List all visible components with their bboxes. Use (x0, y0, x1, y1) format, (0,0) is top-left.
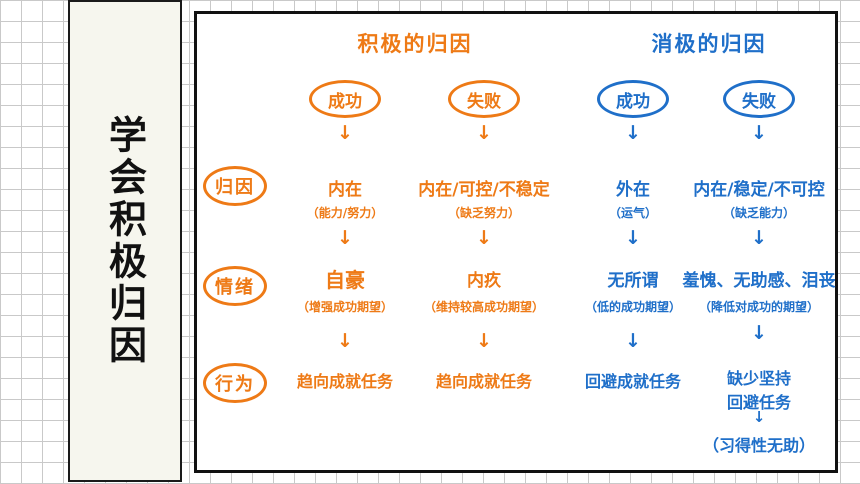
arrow-down-icon: ↓ (476, 227, 492, 249)
side-title-panel: 学会积极归因 (68, 0, 182, 482)
behavior-success-negative: 回避成就任务 (584, 372, 682, 391)
outcome-success-negative: 成功 (597, 80, 669, 118)
emotion-note-failure-positive: （维持较高成功期望） (423, 300, 545, 314)
arrow-down-icon: ↓ (752, 408, 766, 426)
arrow-down-icon: ↓ (476, 330, 492, 352)
emotion-success-positive: 自豪 (325, 268, 365, 292)
row-label-attribution: 归因 (203, 166, 267, 206)
arrow-down-icon: ↓ (337, 227, 353, 249)
arrow-down-icon: ↓ (751, 227, 767, 249)
arrow-down-icon: ↓ (625, 122, 641, 144)
side-title: 学会积极归因 (102, 115, 148, 367)
attribution-failure-negative: 内在/稳定/不可控 (693, 180, 825, 200)
heading-positive-attribution: 积极的归因 (357, 32, 473, 56)
heading-negative-attribution: 消极的归因 (651, 32, 767, 56)
attribution-note-success-negative: （运气） (608, 206, 658, 220)
attribution-success-positive: 内在 (328, 180, 362, 200)
emotion-success-negative: 无所谓 (607, 271, 659, 291)
arrow-down-icon: ↓ (337, 122, 353, 144)
attribution-failure-positive: 内在/可控/不稳定 (418, 180, 550, 200)
arrow-down-icon: ↓ (337, 330, 353, 352)
row-label-behavior: 行为 (203, 363, 267, 403)
attribution-diagram: 积极的归因 消极的归因 成功 失败 成功 失败 ↓ ↓ ↓ ↓ 归因 内在 内在… (194, 11, 838, 473)
arrow-down-icon: ↓ (751, 122, 767, 144)
behavior-failure-negative: 缺少坚持 (726, 369, 792, 388)
outcome-failure-positive: 失败 (448, 80, 520, 118)
emotion-note-success-negative: （低的成功期望） (584, 300, 682, 314)
emotion-failure-positive: 内疚 (467, 271, 501, 291)
arrow-down-icon: ↓ (751, 322, 767, 344)
row-label-emotion: 情绪 (203, 266, 267, 306)
attribution-note-success-positive: （能力/努力） (306, 206, 384, 220)
emotion-note-success-positive: （增强成功期望） (296, 300, 394, 314)
behavior-failure-negative-line2: 回避任务 (726, 393, 792, 412)
arrow-down-icon: ↓ (476, 122, 492, 144)
attribution-note-failure-negative: （缺乏能力） (722, 206, 796, 220)
outcome-failure-negative: 失败 (723, 80, 795, 118)
attribution-success-negative: 外在 (616, 180, 650, 200)
behavior-success-positive: 趋向成就任务 (296, 372, 394, 391)
emotion-note-failure-negative: （降低对成功的期望） (698, 300, 820, 314)
arrow-down-icon: ↓ (625, 227, 641, 249)
outcome-success-positive: 成功 (309, 80, 381, 118)
attribution-note-failure-positive: （缺乏努力） (447, 206, 521, 220)
behavior-failure-positive: 趋向成就任务 (435, 372, 533, 391)
arrow-down-icon: ↓ (625, 330, 641, 352)
emotion-failure-negative: 羞愧、无助感、泪丧 (682, 271, 836, 291)
behavior-failure-negative-line3: （习得性无助） (702, 436, 816, 455)
